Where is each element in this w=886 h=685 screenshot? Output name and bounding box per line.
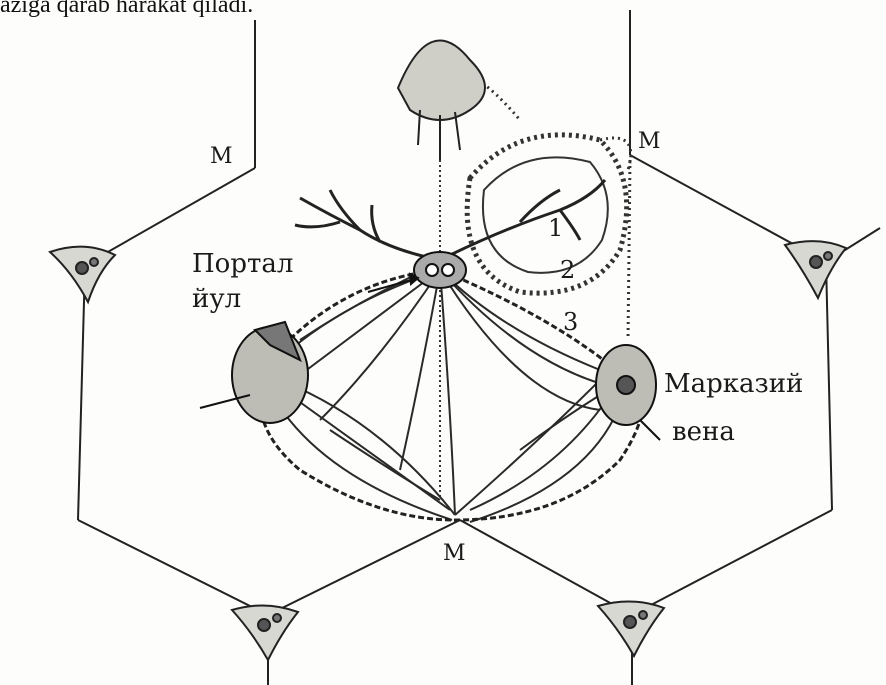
zone-3-label: 3 xyxy=(563,308,578,336)
portal-label-line1: Портал xyxy=(192,249,293,279)
portal-label-line2: йул xyxy=(192,284,241,314)
portal-triad-bottom-left xyxy=(232,605,298,660)
m-label-bottom: M xyxy=(443,541,466,566)
portal-vessel-node xyxy=(414,252,466,288)
portal-triad-bottom-right xyxy=(598,601,664,656)
lobule-outlines xyxy=(78,10,880,685)
m-label-top-right: M xyxy=(638,129,661,154)
hepatocyte-cords xyxy=(260,268,625,522)
m-label-top-left: M xyxy=(210,144,233,169)
central-vein-right xyxy=(596,345,660,440)
portal-triad-left xyxy=(50,247,115,302)
central-vein-label-line1: Марказий xyxy=(664,369,803,399)
central-vein-label-line2: вена xyxy=(672,417,735,447)
portal-tract-left xyxy=(200,322,308,423)
zone-2-label: 2 xyxy=(560,256,575,284)
zone-1-label: 1 xyxy=(548,214,563,242)
top-vessel-tuft xyxy=(398,40,485,160)
portal-triad-right xyxy=(785,241,846,298)
pointer-arrows xyxy=(368,274,418,292)
